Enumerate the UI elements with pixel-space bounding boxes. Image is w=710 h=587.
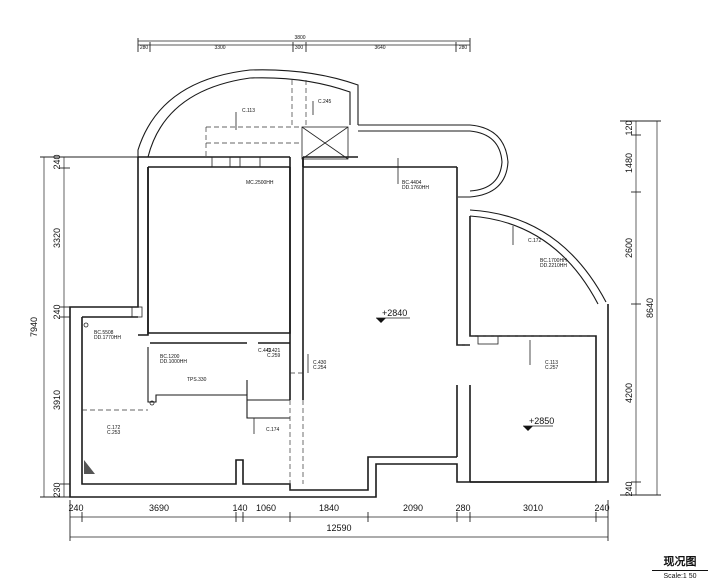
- drawing-scale: Scale:1 50: [663, 573, 697, 580]
- bottom-dim: 240: [594, 503, 609, 513]
- right-dim: 240: [624, 481, 634, 496]
- top-dimension: 3800 280 3300 300 3640 280: [137, 35, 471, 52]
- bottom-dim: 3010: [523, 503, 543, 513]
- right-dim: 120: [624, 120, 634, 135]
- top-dim: 300: [295, 45, 304, 51]
- right-dim: 2600: [624, 238, 634, 258]
- left-dim-total: 7940: [29, 317, 39, 337]
- level-marks: +2840 +2850: [376, 308, 554, 431]
- interior-walls: [131, 126, 499, 482]
- bottom-dim-total: 12590: [326, 523, 351, 533]
- bottom-dim: 1060: [256, 503, 276, 513]
- bottom-dim: 2090: [403, 503, 423, 513]
- left-dim: 240: [52, 154, 62, 169]
- top-dim: 280: [140, 45, 149, 51]
- level-triangle: [523, 426, 533, 431]
- right-dim: 4200: [624, 383, 634, 403]
- note-label: C.449: [258, 348, 272, 354]
- left-dim: 3320: [52, 228, 62, 248]
- left-dim: 240: [52, 304, 62, 319]
- note-label: TPS.330: [187, 377, 207, 383]
- level-triangle: [376, 318, 386, 323]
- top-dim: 280: [459, 45, 468, 51]
- note-label: MC.2500HH: [246, 180, 274, 186]
- right-dim: 1480: [624, 153, 634, 173]
- right-dim-total: 8640: [645, 298, 655, 318]
- outer-walls: [69, 69, 609, 498]
- bottom-dim: 1840: [319, 503, 339, 513]
- drawing-title: 现况图: [652, 553, 708, 571]
- note-label: C.172: [528, 238, 542, 244]
- title-block: 现况图 Scale:1 50: [652, 553, 708, 580]
- bottom-dimension: 240 3690 140 1060 1840 2090 280 3010 240…: [68, 500, 610, 541]
- top-dim-total: 3800: [294, 35, 305, 41]
- column-marker: [149, 400, 155, 406]
- level-label: +2850: [529, 416, 554, 426]
- bottom-dim: 280: [455, 503, 470, 513]
- note-label: C.113: [242, 108, 255, 114]
- left-dim: 3910: [52, 390, 62, 410]
- note-label: C.174: [266, 427, 280, 433]
- column-marker: [83, 322, 89, 328]
- level-label: +2840: [382, 308, 407, 318]
- bottom-dim: 140: [232, 503, 247, 513]
- left-dimension: 7940 240 3320 240 3910 230: [29, 154, 138, 498]
- note-label: C.245: [318, 99, 332, 105]
- top-dim: 3640: [374, 45, 385, 51]
- dashed-lines: [82, 80, 596, 490]
- right-dimension: 120 1480 2600 4200 240 8640: [620, 120, 661, 497]
- left-dim: 230: [52, 482, 62, 497]
- top-dim: 3300: [214, 45, 225, 51]
- bottom-dim: 240: [68, 503, 83, 513]
- bottom-dim: 3690: [149, 503, 169, 513]
- corner-marker: [84, 460, 95, 474]
